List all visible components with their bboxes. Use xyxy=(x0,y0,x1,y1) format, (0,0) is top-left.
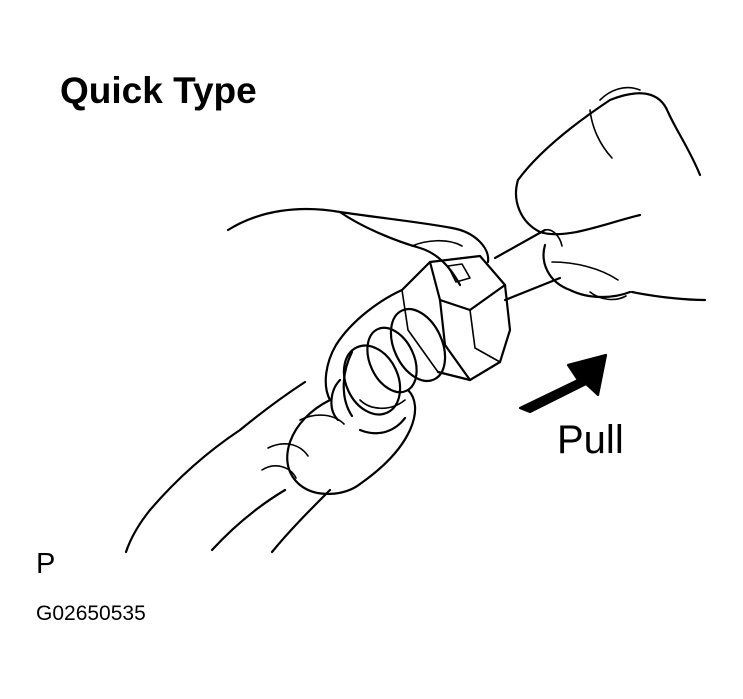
pull-label: Pull xyxy=(557,418,624,462)
right-hand xyxy=(514,86,707,302)
connector-retainer xyxy=(400,254,512,382)
left-hand xyxy=(124,207,490,554)
connector-barrel xyxy=(330,307,447,422)
figure-id: G02650535 xyxy=(36,602,146,625)
diagram-title: Quick Type xyxy=(60,70,257,111)
pull-direction-arrow-icon xyxy=(518,353,608,414)
fuel-hose xyxy=(210,488,332,554)
figure-marker: P xyxy=(36,548,56,580)
